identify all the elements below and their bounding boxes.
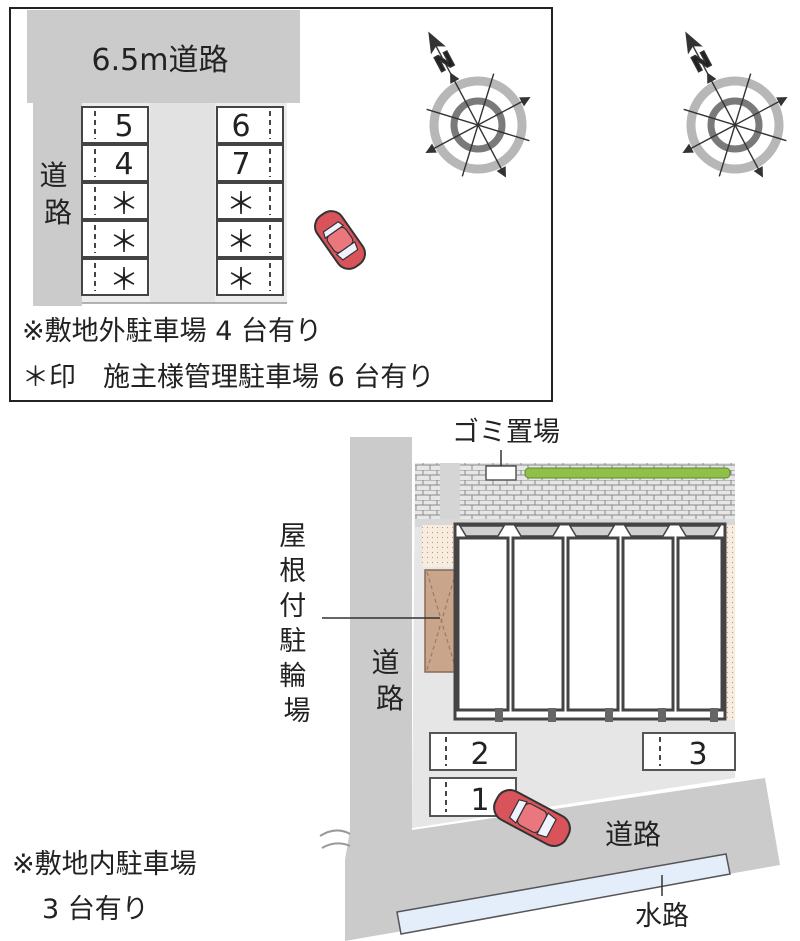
parking-space-label: 2	[470, 737, 489, 772]
hedge	[524, 467, 731, 479]
offsite-space-label: 4	[114, 147, 133, 182]
bike-label-char: 屋	[279, 521, 306, 552]
offsite-space: ＊	[216, 220, 284, 260]
bike-label-char: 駐	[279, 626, 306, 657]
onsite-note: ※敷地内駐車場	[12, 849, 197, 880]
offsite-space-label: ＊	[109, 187, 139, 222]
planting-strip	[422, 525, 454, 567]
site-road-bottom	[345, 778, 780, 941]
road-left-char-2: 路	[44, 196, 72, 229]
site-road-char: 路	[376, 682, 404, 715]
offsite-space: ＊	[81, 220, 149, 260]
car-icon	[493, 789, 571, 847]
parking-space-label: 1	[470, 783, 489, 818]
site-road-bottom-label: 道路	[605, 818, 661, 851]
offsite-space: 7	[216, 144, 284, 182]
waterway-label: 水路	[635, 901, 689, 932]
waterway	[396, 853, 731, 935]
offsite-space: 6	[216, 106, 284, 144]
offsite-road	[27, 10, 300, 306]
offsite-space: 5	[81, 106, 149, 144]
garbage-label: ゴミ置場	[452, 417, 560, 448]
offsite-space: 4	[81, 144, 149, 182]
offsite-left-column: 5 4 ＊ ＊ ＊	[81, 106, 149, 298]
garbage-station	[485, 465, 517, 481]
onsite-parking-space: 2	[429, 732, 517, 772]
offsite-space-label: 5	[114, 109, 133, 144]
bike-label-char: 付	[279, 591, 306, 622]
offsite-space-label: ＊	[226, 225, 256, 260]
site-map: ゴミ置場 屋 根 付 駐 輪 場	[12, 417, 780, 941]
offsite-space-label: ＊	[226, 187, 256, 222]
compass-icon: N	[682, 31, 788, 178]
owner-parking-note: ＊印 施主様管理駐車場 6 台有り	[22, 362, 434, 393]
offsite-space: ＊	[81, 182, 149, 222]
bike-shelter-label: 屋 根 付 駐 輪 場	[279, 521, 315, 727]
offsite-space: ＊	[81, 258, 149, 298]
offsite-parking-inset: 6.5m道路 道 路 5 4 ＊ ＊ ＊ 6 7 ＊ ＊ ＊	[9, 7, 553, 402]
bike-label-char: 輪	[279, 661, 306, 692]
road-left-char-1: 道	[40, 159, 68, 192]
onsite-note-count: 3 台有り	[42, 894, 149, 925]
offsite-space-label: ＊	[109, 263, 139, 298]
offsite-space-label: 6	[231, 109, 250, 144]
offsite-aisle	[150, 103, 215, 303]
offsite-space-label: ＊	[109, 225, 139, 260]
parking-space-label: 3	[688, 737, 707, 772]
bike-label-char: 根	[279, 556, 306, 587]
planting-strip	[725, 525, 735, 720]
offsite-road-left-label: 道 路	[40, 159, 77, 229]
site-road-char: 道	[372, 646, 400, 679]
offsite-space-label: 7	[231, 147, 250, 182]
bike-label-char: 場	[284, 696, 311, 727]
offsite-space-label: ＊	[226, 263, 256, 298]
offsite-road-top-label: 6.5m道路	[92, 43, 229, 78]
compass-north-label: N	[688, 47, 716, 78]
offsite-space: ＊	[216, 182, 284, 222]
offsite-space: ＊	[216, 258, 284, 298]
offsite-right-column: 6 7 ＊ ＊ ＊	[216, 106, 284, 298]
onsite-parking-space: 3	[642, 732, 736, 772]
offsite-note: ※敷地外駐車場 4 台有り	[22, 316, 322, 347]
site-road-left-label: 道 路	[372, 646, 409, 715]
car-icon	[314, 210, 366, 270]
building	[453, 522, 727, 722]
site-road-left	[350, 437, 412, 870]
